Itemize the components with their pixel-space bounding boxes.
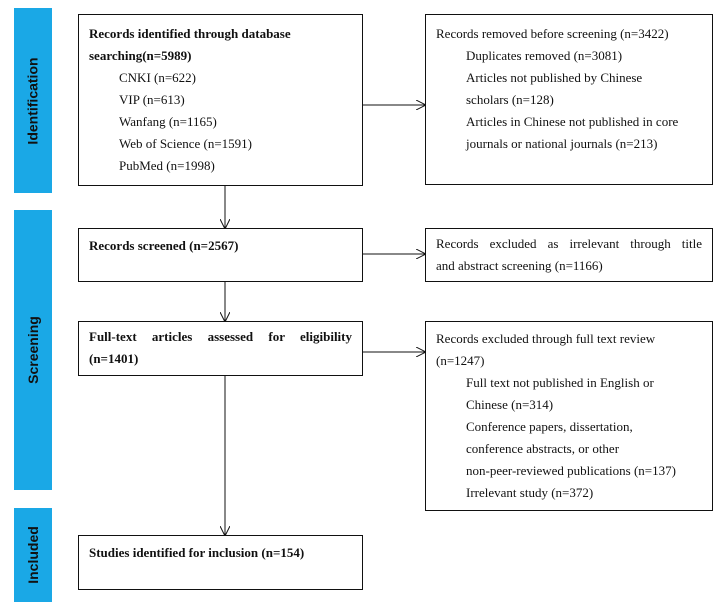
records-removed-box: Records removed before screening (n=3422… bbox=[425, 14, 713, 185]
source-cnki: CNKI (n=622) bbox=[119, 70, 197, 85]
records-identified-box: Records identified through database sear… bbox=[78, 14, 363, 186]
excluded-conference-line1: Conference papers, dissertation, bbox=[466, 419, 633, 434]
source-wanfang: Wanfang (n=1165) bbox=[119, 114, 217, 129]
removed-not-core-line2: journals or national journals (n=213) bbox=[466, 136, 658, 151]
excluded-irrelevant: Irrelevant study (n=372) bbox=[466, 485, 594, 500]
studies-included-box: Studies identified for inclusion (n=154) bbox=[78, 535, 363, 590]
stage-identification: Identification bbox=[14, 8, 52, 193]
records-removed-title: Records removed before screening (n=3422… bbox=[436, 26, 669, 41]
source-web-of-science: Web of Science (n=1591) bbox=[119, 136, 252, 151]
records-screened-title: Records screened (n=2567) bbox=[89, 238, 239, 253]
studies-included-title: Studies identified for inclusion (n=154) bbox=[89, 545, 305, 560]
excluded-fulltext-list: Full text not published in English or Ch… bbox=[436, 372, 702, 504]
removed-not-chinese-line2: scholars (n=128) bbox=[466, 92, 554, 107]
excluded-fulltext-title-line1: Records excluded through full text revie… bbox=[436, 331, 656, 346]
excluded-conference-line3: non-peer-reviewed publications (n=137) bbox=[466, 463, 676, 478]
records-identified-title-line2: searching(n=5989) bbox=[89, 48, 192, 63]
removed-not-core-line1: Articles in Chinese not published in cor… bbox=[466, 114, 679, 129]
records-removed-list: Duplicates removed (n=3081) Articles not… bbox=[436, 45, 702, 155]
stage-screening: Screening bbox=[14, 210, 52, 490]
database-source-list: CNKI (n=622) VIP (n=613) Wanfang (n=1165… bbox=[89, 67, 352, 177]
removed-duplicates: Duplicates removed (n=3081) bbox=[466, 48, 623, 63]
source-pubmed: PubMed (n=1998) bbox=[119, 158, 215, 173]
records-identified-title-line1: Records identified through database bbox=[89, 26, 291, 41]
fulltext-title-line2: (n=1401) bbox=[89, 351, 139, 366]
excluded-fulltext-title-line2: (n=1247) bbox=[436, 353, 485, 368]
excluded-title-line1: Records excluded as irrelevant through t… bbox=[436, 236, 702, 251]
source-vip: VIP (n=613) bbox=[119, 92, 185, 107]
excluded-conference-line2: conference abstracts, or other bbox=[466, 441, 620, 456]
records-excluded-title-box: Records excluded as irrelevant through t… bbox=[425, 228, 713, 282]
stage-included: Included bbox=[14, 508, 52, 602]
excluded-title-line2: and abstract screening (n=1166) bbox=[436, 258, 603, 273]
excluded-language-line2: Chinese (n=314) bbox=[466, 397, 554, 412]
records-excluded-fulltext-box: Records excluded through full text revie… bbox=[425, 321, 713, 511]
removed-not-chinese-line1: Articles not published by Chinese bbox=[466, 70, 643, 85]
fulltext-assessed-box: Full-text articles assessed for eligibil… bbox=[78, 321, 363, 376]
fulltext-title-line1: Full-text articles assessed for eligibil… bbox=[89, 329, 352, 344]
records-screened-box: Records screened (n=2567) bbox=[78, 228, 363, 282]
excluded-language-line1: Full text not published in English or bbox=[466, 375, 654, 390]
